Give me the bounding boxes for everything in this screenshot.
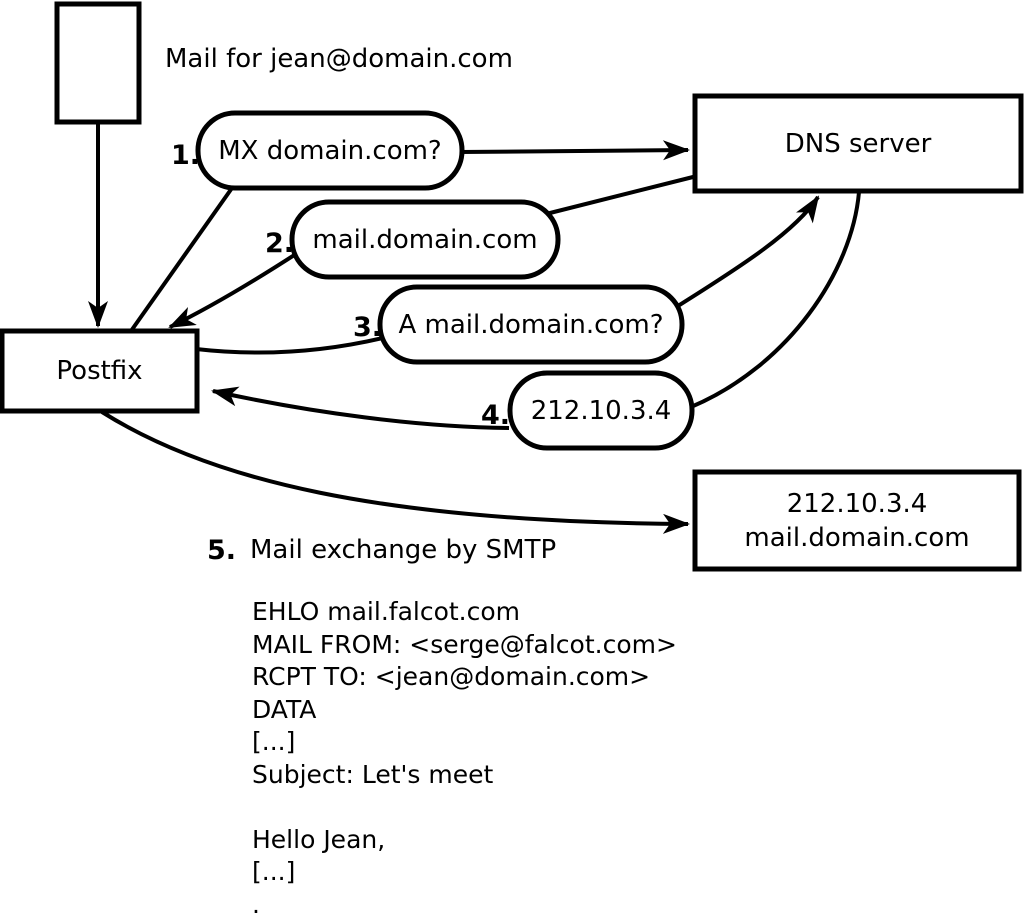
pill-mx-query <box>195 110 465 191</box>
pill-mx-query-label: MX domain.com? <box>218 135 442 166</box>
pill-mx-answer <box>289 199 561 280</box>
step-number-3: 3. <box>352 312 382 343</box>
smtp-session-text: EHLO mail.falcot.com MAIL FROM: <serge@f… <box>252 597 677 919</box>
step-5-caption: 5. Mail exchange by SMTP <box>207 535 556 566</box>
mail-server-box <box>692 469 1022 572</box>
dns-server-box <box>692 93 1024 194</box>
dns-server-label: DNS server <box>784 128 932 159</box>
step-number-4: 4. <box>480 400 510 431</box>
arrow-reply4-head <box>211 386 510 430</box>
step-number-5: 5. <box>207 535 237 566</box>
arrow-reply2-tail <box>545 175 694 216</box>
arrow-query3-tail <box>195 335 388 355</box>
pill-a-query <box>377 284 685 365</box>
arrow-smtp-exchange <box>100 410 690 534</box>
mail-note: Mail for jean@domain.com <box>165 44 513 74</box>
arrow-query1-tail <box>129 186 234 333</box>
postfix-label: Postfix <box>56 356 143 386</box>
step-5-label: Mail exchange by SMTP <box>250 535 557 565</box>
step-number-1: 1. <box>170 140 200 171</box>
step-number-2: 2. <box>264 228 294 259</box>
pill-a-query-label: A mail.domain.com? <box>398 309 664 340</box>
arrow-reply2-head <box>168 250 301 329</box>
message-box <box>54 1 142 125</box>
arrow-query3-head <box>676 195 820 308</box>
pill-a-answer-label: 212.10.3.4 <box>530 395 672 426</box>
pill-a-answer <box>507 370 695 451</box>
postfix-box <box>0 328 200 414</box>
pill-mx-answer-label: mail.domain.com <box>312 224 538 255</box>
arrow-query1-head <box>459 140 690 161</box>
mail-server-hostname: mail.domain.com <box>744 522 970 553</box>
mail-server-label: 212.10.3.4 mail.domain.com <box>695 472 1019 569</box>
arrow-reply4-tail <box>690 191 861 409</box>
mail-server-ip: 212.10.3.4 <box>786 488 928 519</box>
